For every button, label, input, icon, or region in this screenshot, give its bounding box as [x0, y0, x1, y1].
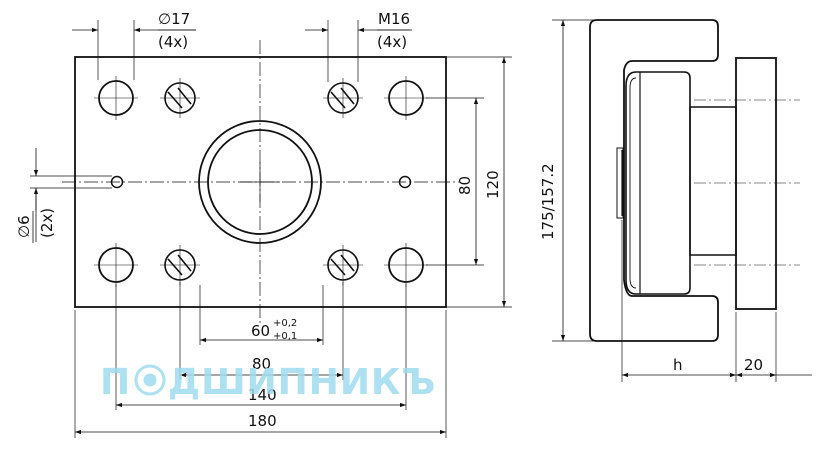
side-plate	[735, 57, 777, 310]
watermark-text-a: П	[100, 362, 131, 403]
dim-60-label: 60	[251, 322, 270, 340]
pin-hole-right	[398, 175, 412, 189]
dim-80-horizontal-label: 80	[252, 355, 271, 373]
watermark-logo: П ДШИПНИКЪ	[100, 362, 436, 403]
hole-diameter-label: ∅17	[158, 10, 190, 28]
central-bore-outer	[198, 120, 322, 244]
shaft	[689, 106, 737, 256]
dim-180-label: 180	[248, 412, 277, 430]
thread-count-label: (4x)	[377, 33, 407, 51]
dim-h-label: h	[673, 356, 683, 374]
dim-120-label: 120	[484, 170, 502, 199]
dim-80-vertical-label: 80	[456, 176, 474, 195]
bearing-icon	[134, 364, 166, 396]
central-bore-inner	[207, 129, 313, 235]
side-view	[552, 19, 812, 382]
thread-label: M16	[378, 10, 410, 28]
threaded-holes	[164, 82, 359, 281]
pin-hole-left	[110, 175, 124, 189]
dim-20-label: 20	[744, 356, 763, 374]
tolerance-lower: +0,1	[273, 331, 297, 342]
dim-140-label: 140	[248, 386, 277, 404]
watermark-text-b: ДШИПНИКЪ	[168, 362, 436, 403]
pin-diameter-label: ∅6	[15, 215, 33, 238]
tolerance-upper: +0,2	[273, 318, 297, 329]
pin-count-label: (2x)	[38, 208, 56, 238]
c-bracket-outline	[589, 19, 719, 342]
front-view	[30, 20, 512, 438]
through-holes	[98, 80, 424, 283]
bearing-housing	[625, 71, 691, 295]
hole-count-label: (4x)	[158, 33, 188, 51]
dim-175-label: 175/157.2	[539, 163, 557, 240]
